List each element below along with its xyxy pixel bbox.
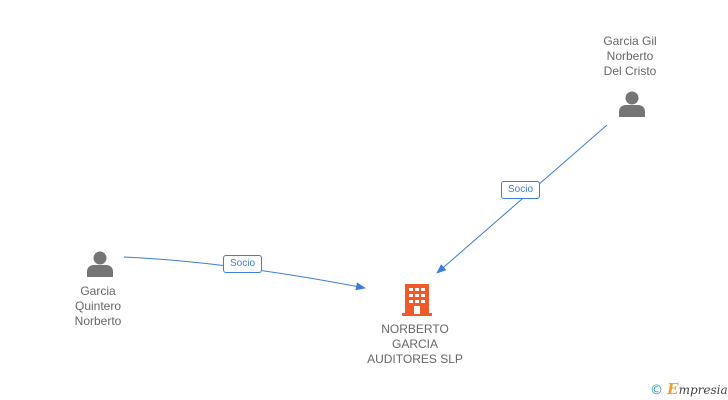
company-label[interactable]: NORBERTO GARCIA AUDITORES SLP [367, 322, 463, 366]
person-icon[interactable] [618, 89, 646, 117]
edge-person-top-to-company [436, 124, 608, 274]
edge-label-socio[interactable]: Socio [501, 181, 541, 199]
brand-logo: Empresia [667, 380, 728, 398]
person-left-label[interactable]: Garcia Quintero Norberto [74, 284, 122, 328]
copyright-icon: © [650, 383, 663, 398]
person-icon[interactable] [86, 249, 114, 277]
empresia-watermark: © Empresia [650, 380, 728, 398]
edge-label-socio[interactable]: Socio [223, 255, 263, 273]
building-icon[interactable] [402, 283, 432, 317]
person-top-label[interactable]: Garcia Gil Norberto Del Cristo [603, 34, 657, 78]
